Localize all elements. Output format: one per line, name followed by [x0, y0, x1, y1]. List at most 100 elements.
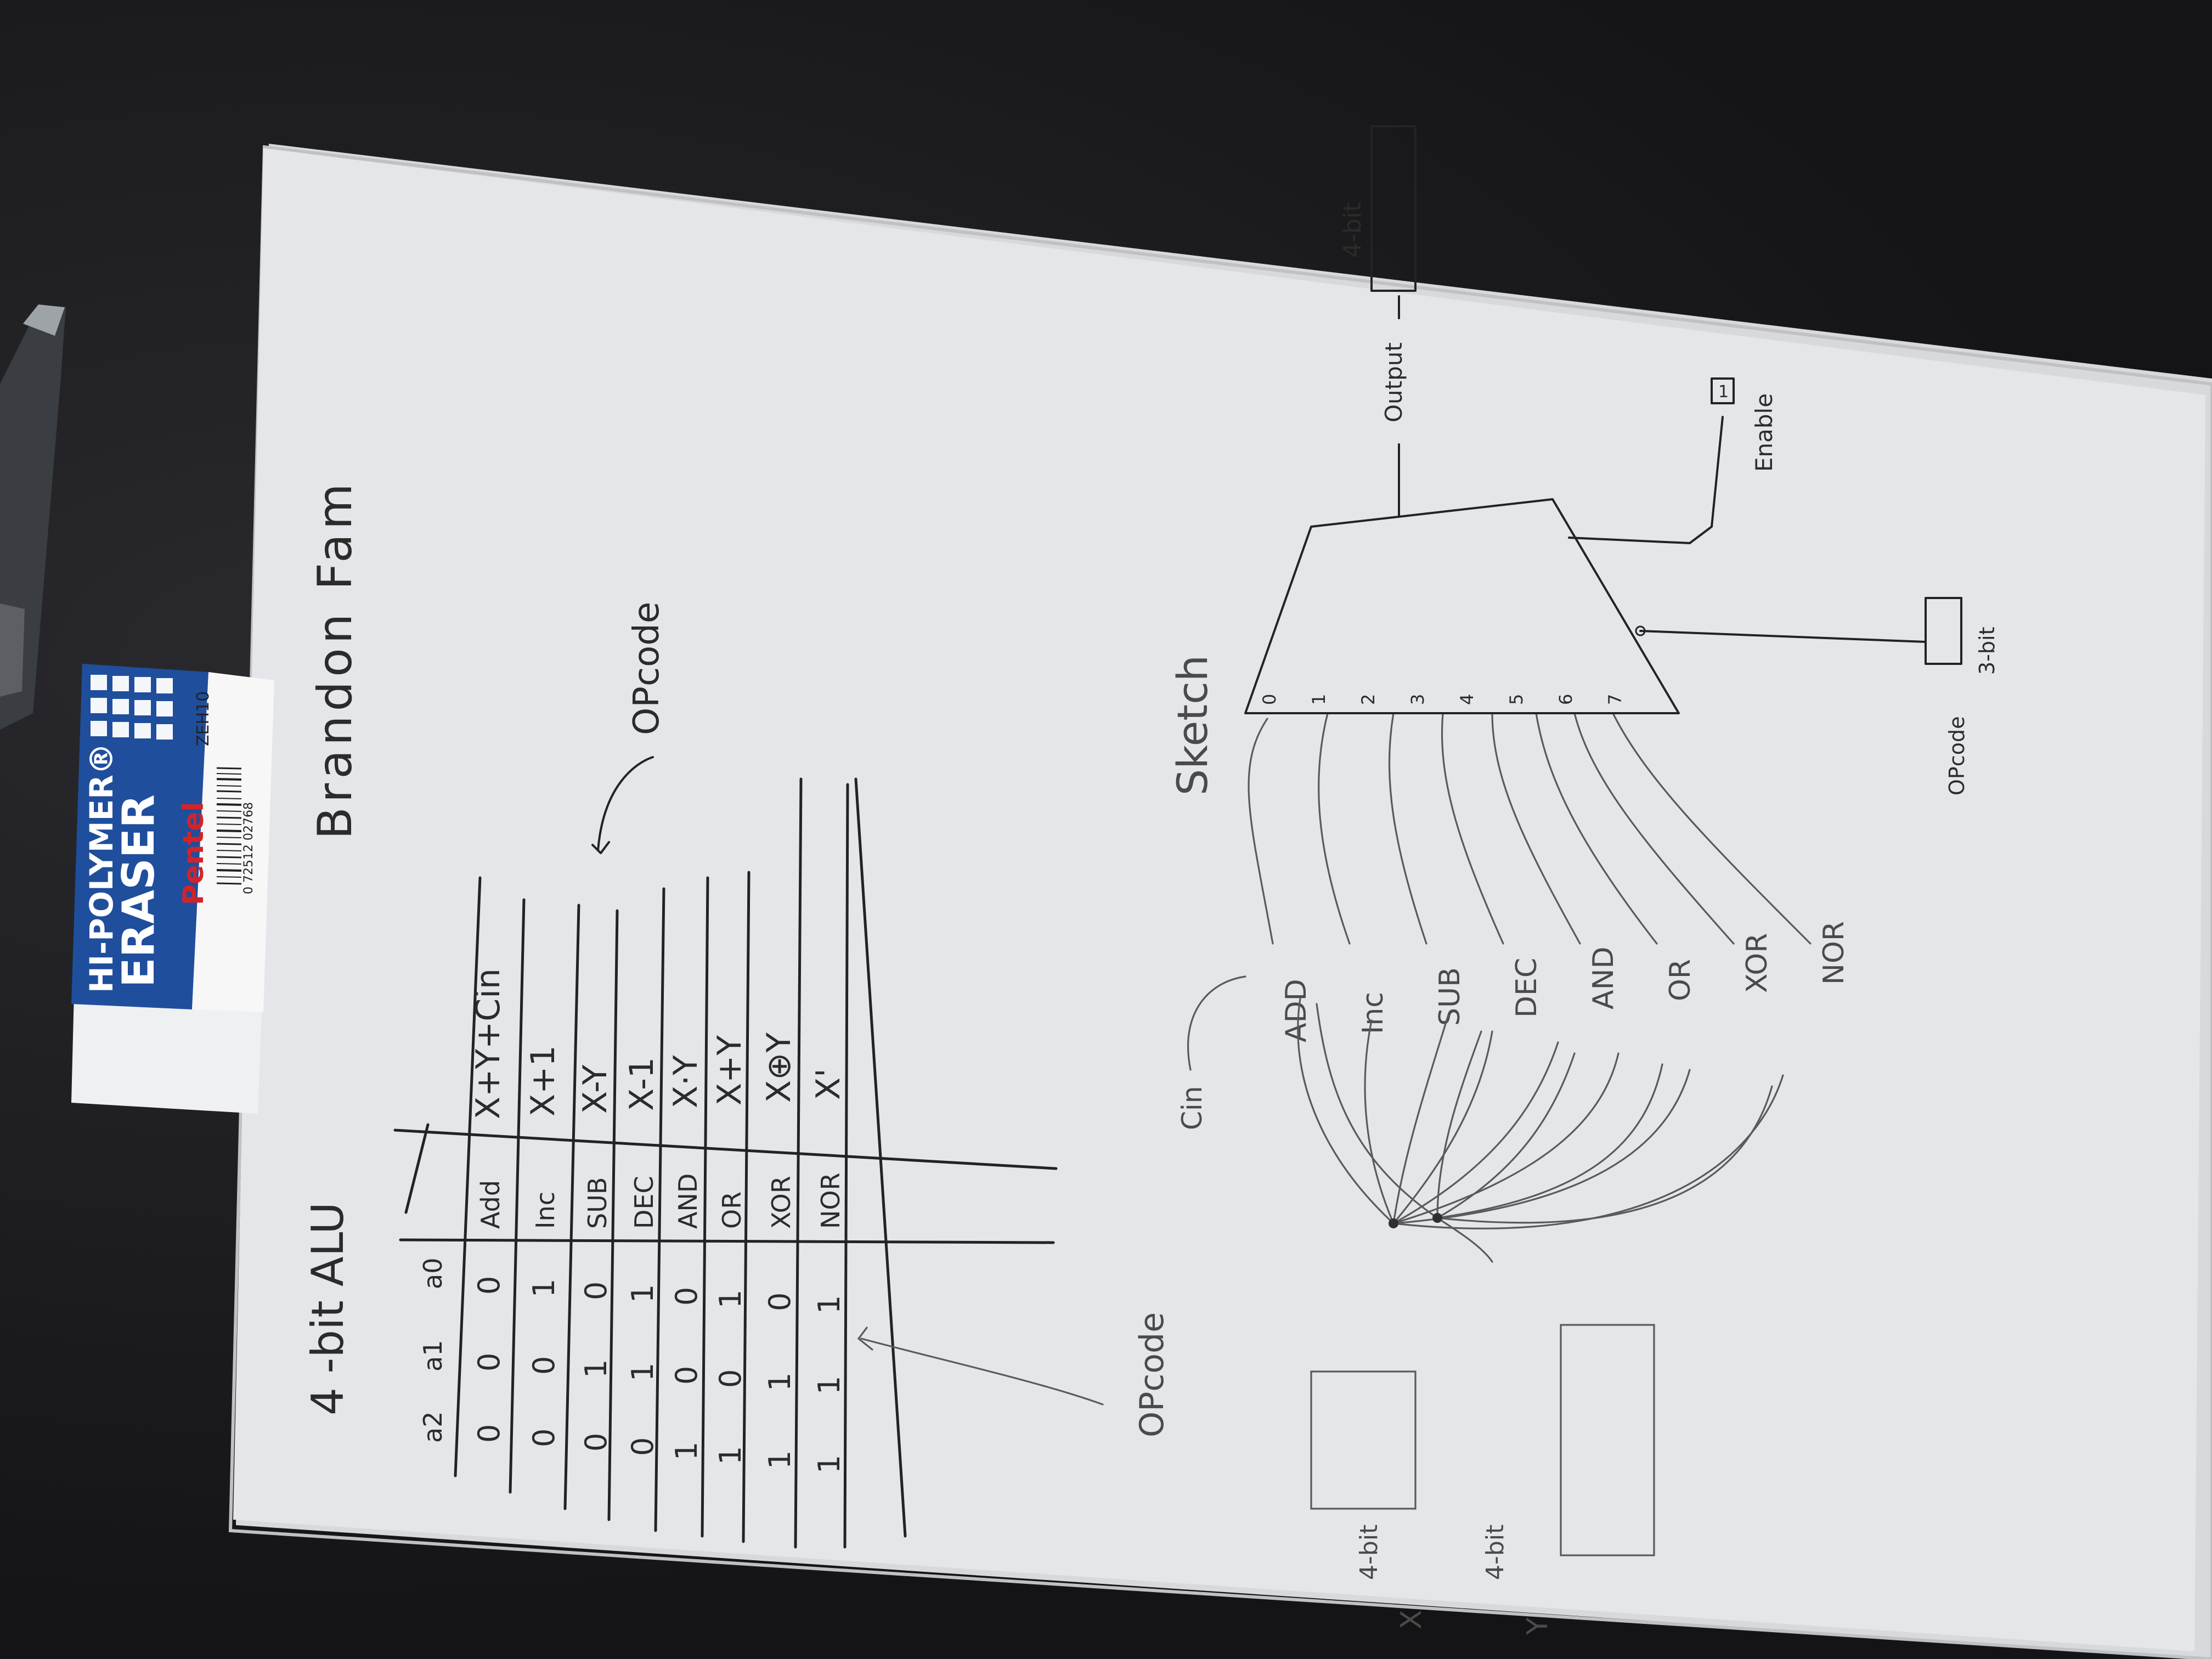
table-cell-a1: 1 [763, 1373, 797, 1391]
table-cell-a2: 0 [579, 1433, 613, 1452]
table-cell-op: SUB [583, 1177, 612, 1229]
truth-table: 000AddX+Y+Cin001IncX+1010SUBX-Y011DECX-1… [469, 968, 848, 1474]
table-cell-a2: 0 [625, 1437, 660, 1456]
table-cell-a0: 1 [625, 1284, 660, 1303]
table-cell-op: DEC [629, 1176, 659, 1229]
table-cell-expr: X+Y+Cin [469, 968, 507, 1119]
mux-input-index: 6 [1555, 694, 1576, 705]
eraser-grid-icon [91, 675, 173, 740]
multiplexer [1244, 498, 1680, 714]
table-cell-a1: 0 [713, 1369, 748, 1388]
select-junction [1635, 625, 1646, 636]
mux-input-index: 0 [1259, 694, 1280, 705]
unit-label: AND [1587, 946, 1620, 1009]
enable-wire [1568, 416, 1724, 544]
unit-to-mux-wires [1248, 712, 1812, 945]
y-width-label: 4-bit [1481, 1525, 1509, 1580]
mux-input-index: 4 [1457, 694, 1477, 705]
table-cell-a0: 1 [527, 1279, 561, 1297]
table-cell-a2: 0 [472, 1424, 506, 1443]
unit-label: Inc [1357, 992, 1390, 1034]
enable-box [1711, 377, 1735, 404]
mux-input-index: 1 [1308, 694, 1329, 705]
table-cell-op: OR [717, 1192, 747, 1229]
table-cell-a2: 0 [527, 1429, 561, 1447]
x-junction-dot [1389, 1218, 1398, 1228]
table-cell-a0: 0 [579, 1282, 613, 1300]
output-label: Output [1380, 342, 1407, 422]
y-junction-dot [1432, 1213, 1442, 1223]
table-cell-a1: 0 [527, 1356, 561, 1375]
eraser-brand: Pentel [177, 802, 210, 905]
functional-units: ADD Inc SUB DEC AND OR XOR NOR [1280, 921, 1850, 1042]
x-input-name: X [1395, 1610, 1428, 1629]
mux-input-index: 3 [1407, 694, 1428, 705]
header-a2: a2 [418, 1412, 448, 1443]
table-cell-a2: 1 [812, 1455, 847, 1474]
page-title: 4 -bit ALU [302, 1202, 353, 1415]
mux-input-index: 2 [1358, 694, 1379, 705]
unit-label: ADD [1280, 979, 1313, 1042]
opcode-arrow-label: OPcode [627, 602, 667, 735]
table-cell-expr: X+1 [524, 1045, 562, 1116]
table-cell-expr: X-1 [623, 1057, 661, 1111]
unit-label: OR [1664, 959, 1697, 1001]
table-cell-a2: 1 [763, 1451, 797, 1469]
table-cell-a1: 1 [579, 1359, 613, 1378]
table-cell-a1: 0 [472, 1353, 506, 1372]
table-cell-a0: 0 [763, 1293, 797, 1311]
opcode-register-label: OPcode [1945, 716, 1969, 795]
mux-input-indices: 0 1 2 3 4 5 6 7 [1259, 694, 1626, 705]
unit-label: NOR [1818, 921, 1850, 985]
x-register [1310, 1370, 1417, 1510]
enable-label: Enable [1751, 393, 1778, 472]
table-cell-expr: X·Y [667, 1055, 705, 1108]
table-cell-expr: X⊕Y [760, 1032, 798, 1103]
eraser: HI-POLYMER® ERASER Pentel ZEH10 0 72512 … [71, 664, 274, 1114]
x-width-label: 4-bit [1355, 1525, 1383, 1580]
opcode-side-arrow [857, 1327, 1104, 1406]
unit-label: SUB [1434, 967, 1466, 1026]
truth-table-grid [393, 777, 1058, 1549]
table-cell-expr: X+Y [710, 1035, 749, 1105]
carry-in-label: Cin [1176, 1086, 1208, 1131]
table-cell-a2: 1 [713, 1446, 748, 1465]
y-input-name: Y [1521, 1617, 1554, 1635]
eraser-barcode-number: 0 72512 02768 [242, 802, 256, 894]
table-cell-expr: X-Y [576, 1064, 614, 1114]
table-cell-op: NOR [816, 1172, 845, 1229]
opcode-width-label: 3-bit [1975, 627, 1999, 675]
table-cell-a0: 0 [472, 1276, 506, 1295]
unit-label: XOR [1741, 933, 1774, 993]
input-wires [1297, 997, 1784, 1263]
table-cell-a1: 1 [812, 1376, 847, 1395]
table-cell-a0: 1 [713, 1290, 748, 1308]
mux-input-index: 7 [1605, 694, 1626, 705]
mux-input-index: 5 [1506, 694, 1527, 705]
cin-arrow [1187, 975, 1246, 1071]
table-cell-op: XOR [766, 1176, 796, 1229]
table-cell-a1: 1 [625, 1363, 660, 1381]
sketch-label: Sketch [1168, 655, 1217, 795]
header-a0: a0 [418, 1258, 448, 1289]
opcode-select-wire [1639, 630, 1927, 643]
table-cell-expr: X' [809, 1068, 848, 1100]
eraser-model: ZEH10 [194, 691, 213, 746]
eraser-line1: HI-POLYMER® [83, 743, 120, 993]
table-cell-a0: 0 [669, 1287, 704, 1306]
opcode-register [1925, 597, 1962, 665]
table-cell-op: AND [673, 1173, 703, 1229]
table-cell-a0: 1 [812, 1295, 847, 1314]
eraser-line2: ERASER [113, 794, 164, 988]
unit-label: DEC [1510, 958, 1543, 1018]
table-cell-op: Inc [531, 1192, 560, 1229]
output-register [1370, 125, 1417, 292]
table-cell-a1: 0 [669, 1366, 704, 1385]
y-register [1560, 1324, 1655, 1556]
table-cell-a2: 1 [669, 1442, 704, 1460]
enable-value: 1 [1718, 382, 1729, 402]
barcode-icon [216, 767, 242, 885]
header-a1: a1 [418, 1340, 448, 1372]
opcode-side-label: OPcode [1133, 1312, 1171, 1437]
opcode-arrow-top [591, 756, 654, 854]
